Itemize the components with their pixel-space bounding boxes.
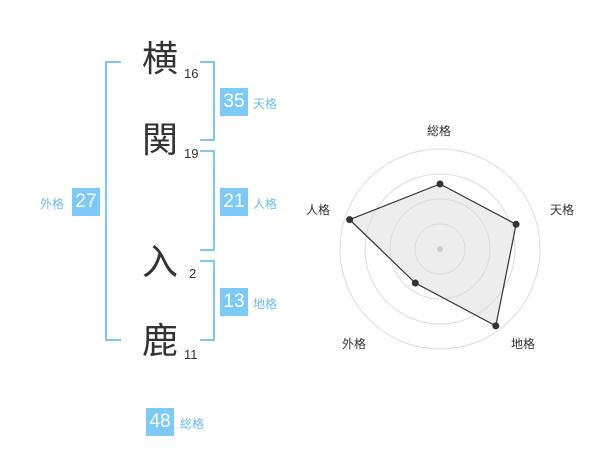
radar-point-4 <box>346 216 354 224</box>
gaikaku-label: 外格 <box>40 197 65 211</box>
jinkaku-label: 人格 <box>253 197 278 211</box>
radar-ring <box>364 173 516 325</box>
radar-point-1 <box>512 220 520 228</box>
kanji-4-strokes: 11 <box>184 347 198 362</box>
gaikaku-bracket <box>105 61 121 341</box>
tenkaku-label: 天格 <box>253 97 278 111</box>
radar-ring <box>389 198 491 300</box>
kanji-4: 鹿 <box>142 321 179 362</box>
radar-label-jinkaku: 人格 <box>306 203 331 217</box>
kanji-1-strokes: 16 <box>184 66 199 81</box>
radar-point-3 <box>411 279 419 287</box>
soukaku-label: 総格 <box>180 417 205 431</box>
radar-center-dot <box>437 246 443 252</box>
jinkaku-bracket <box>200 150 215 251</box>
kanji-1: 横 <box>142 39 179 80</box>
chikaku-label: 地格 <box>253 297 278 311</box>
radar-label-tenkaku: 天格 <box>550 203 575 217</box>
radar-label-chikaku: 地格 <box>511 337 536 351</box>
radar-label-soukaku: 総格 <box>427 124 452 138</box>
radar-ring <box>414 223 466 275</box>
jinkaku-value: 21 <box>220 188 248 216</box>
kanji-2-strokes: 19 <box>184 146 199 161</box>
tenkaku-bracket <box>200 61 215 141</box>
chikaku-bracket <box>200 260 215 341</box>
radar-area <box>348 183 517 327</box>
gaikaku-value: 27 <box>72 188 100 216</box>
kanji-3: 入 <box>142 242 179 283</box>
kanji-3-strokes: 2 <box>189 266 197 281</box>
chikaku-value: 13 <box>220 288 248 316</box>
soukaku-value: 48 <box>146 408 174 436</box>
radar-label-gaikaku: 外格 <box>342 337 367 351</box>
radar-point-2 <box>492 322 500 330</box>
radar-point-0 <box>436 180 444 188</box>
kanji-2: 関 <box>142 120 179 161</box>
tenkaku-value: 35 <box>220 88 248 116</box>
